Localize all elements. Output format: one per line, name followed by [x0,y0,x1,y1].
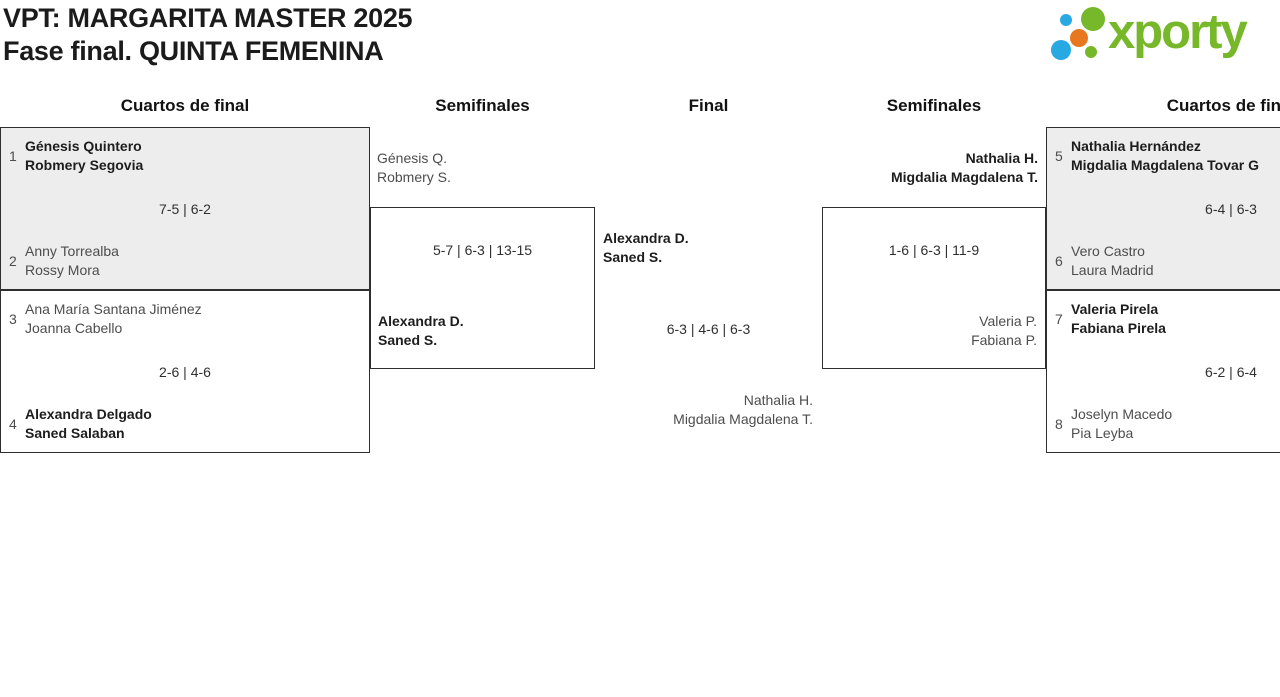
seed-number: 6 [1055,253,1063,269]
seed-number: 4 [9,416,17,432]
team-name-line: Robmery S. [377,169,451,185]
team-name-line: Rossy Mora [25,262,100,278]
team-name-line: Anny Torrealba [25,243,119,259]
match-qf-3[interactable]: 5 Nathalia Hernández Migdalia Magdalena … [1046,127,1280,290]
match-score: 7-5 | 6-2 [159,201,211,217]
team-row: 2 Anny Torrealba Rossy Mora [9,242,363,280]
team-name-line: Vero Castro [1071,243,1145,259]
team-name-line: Ana María Santana Jiménez [25,301,202,317]
team-names: Valeria Pirela Fabiana Pirela [1071,300,1166,338]
team-row: 1 Génesis Quintero Robmery Segovia [9,137,363,175]
round-label-semis-right: Semifinales [886,96,982,115]
team-name-line: Génesis Q. [377,150,448,166]
team-names: Nathalia H. Migdalia Magdalena T. [822,149,1038,187]
team-names: Nathalia H. Migdalia Magdalena T. [595,391,813,429]
team-names: Valeria P. Fabiana P. [823,312,1037,350]
logo-dot-green-small-icon [1085,46,1097,58]
team-name-line: Saned S. [603,249,663,265]
team-name-line: Migdalia Magdalena T. [673,411,813,427]
match-qf-2[interactable]: 3 Ana María Santana Jiménez Joanna Cabel… [0,290,370,453]
seed-number: 3 [9,311,17,327]
team-row: 8 Joselyn Macedo Pia Leyba [1055,405,1280,443]
team-name-line: Migdalia Magdalena T. [890,169,1038,185]
team-name-line: Alexandra D. [603,230,689,246]
seed-number: 7 [1055,311,1063,327]
team-names: Alexandra D. Saned S. [603,229,689,267]
seed-number: 2 [9,253,17,269]
seed-number: 8 [1055,416,1063,432]
team-row: 6 Vero Castro Laura Madrid [1055,242,1280,280]
team-name-line: Nathalia Hernández [1071,138,1201,154]
logo-dot-blue-large-icon [1051,40,1071,60]
team-names: Génesis Q. Robmery S. [377,149,451,187]
team-name-line: Robmery Segovia [25,157,144,173]
match-score: 6-4 | 6-3 [1205,201,1257,217]
team-name-line: Alexandra D. [378,313,464,329]
match-qf-1[interactable]: 1 Génesis Quintero Robmery Segovia 7-5 |… [0,127,370,290]
match-final[interactable]: Alexandra D. Saned S. 6-3 | 4-6 | 6-3 Na… [595,210,822,440]
team-row: 7 Valeria Pirela Fabiana Pirela [1055,300,1280,338]
team-names: Nathalia Hernández Migdalia Magdalena To… [1071,137,1259,175]
match-score: 6-3 | 4-6 | 6-3 [666,321,751,337]
round-label-cuartos-left: Cuartos de final [120,96,250,115]
team-name-line: Génesis Quintero [25,138,142,154]
seed-number: 5 [1055,148,1063,164]
xporty-logo-text: xporty [1108,5,1248,59]
team-names: Vero Castro Laura Madrid [1071,242,1154,280]
team-row: 5 Nathalia Hernández Migdalia Magdalena … [1055,137,1280,175]
team-name-line: Laura Madrid [1071,262,1154,278]
match-score: 2-6 | 4-6 [159,364,211,380]
match-score: 6-2 | 6-4 [1205,364,1257,380]
page-subtitle: Fase final. QUINTA FEMENINA [3,36,384,66]
logo-dot-blue-small-icon [1060,14,1072,26]
team-name-line: Fabiana Pirela [1071,320,1166,336]
logo-dot-orange-icon [1070,29,1088,47]
team-name-line: Saned S. [378,332,438,348]
match-sf-1[interactable]: Génesis Q. Robmery S. 5-7 | 6-3 | 13-15 … [370,148,595,370]
match-score: 1-6 | 6-3 | 11-9 [888,242,980,258]
match-score: 5-7 | 6-3 | 13-15 [432,242,533,258]
team-name-line: Nathalia H. [965,150,1038,166]
team-names: Anny Torrealba Rossy Mora [25,242,119,280]
page-title: VPT: MARGARITA MASTER 2025 [3,3,413,33]
match-sf-2[interactable]: Nathalia H. Migdalia Magdalena T. 1-6 | … [822,148,1046,370]
team-row: 3 Ana María Santana Jiménez Joanna Cabel… [9,300,363,338]
team-row: 4 Alexandra Delgado Saned Salaban [9,405,363,443]
team-name-line: Joselyn Macedo [1071,406,1173,422]
semifinal-box: 1-6 | 6-3 | 11-9 Valeria P. Fabiana P. [822,207,1046,369]
logo-dot-green-large-icon [1081,7,1105,31]
team-name-line: Saned Salaban [25,425,125,441]
header-title-block: VPT: MARGARITA MASTER 2025 Fase final. Q… [3,2,413,68]
team-name-line: Alexandra Delgado [25,406,152,422]
round-label-cuartos-right: Cuartos de final [1166,96,1280,115]
round-label-semis-left: Semifinales [435,96,530,115]
seed-number: 1 [9,148,17,164]
team-name-line: Nathalia H. [743,392,813,408]
team-names: Joselyn Macedo Pia Leyba [1071,405,1172,443]
team-names: Alexandra Delgado Saned Salaban [25,405,152,443]
team-name-line: Migdalia Magdalena Tovar G [1071,157,1260,173]
team-names: Génesis Quintero Robmery Segovia [25,137,143,175]
team-name-line: Fabiana P. [971,332,1037,348]
round-label-final: Final [688,96,729,115]
xporty-logo[interactable]: xporty [1048,0,1280,70]
team-names: Alexandra D. Saned S. [378,312,464,350]
team-name-line: Valeria Pirela [1071,301,1159,317]
semifinal-box: 5-7 | 6-3 | 13-15 Alexandra D. Saned S. [370,207,595,369]
team-names: Ana María Santana Jiménez Joanna Cabello [25,300,202,338]
team-name-line: Pia Leyba [1071,425,1134,441]
team-name-line: Valeria P. [979,313,1037,329]
match-qf-4[interactable]: 7 Valeria Pirela Fabiana Pirela 6-2 | 6-… [1046,290,1280,453]
team-name-line: Joanna Cabello [25,320,123,336]
